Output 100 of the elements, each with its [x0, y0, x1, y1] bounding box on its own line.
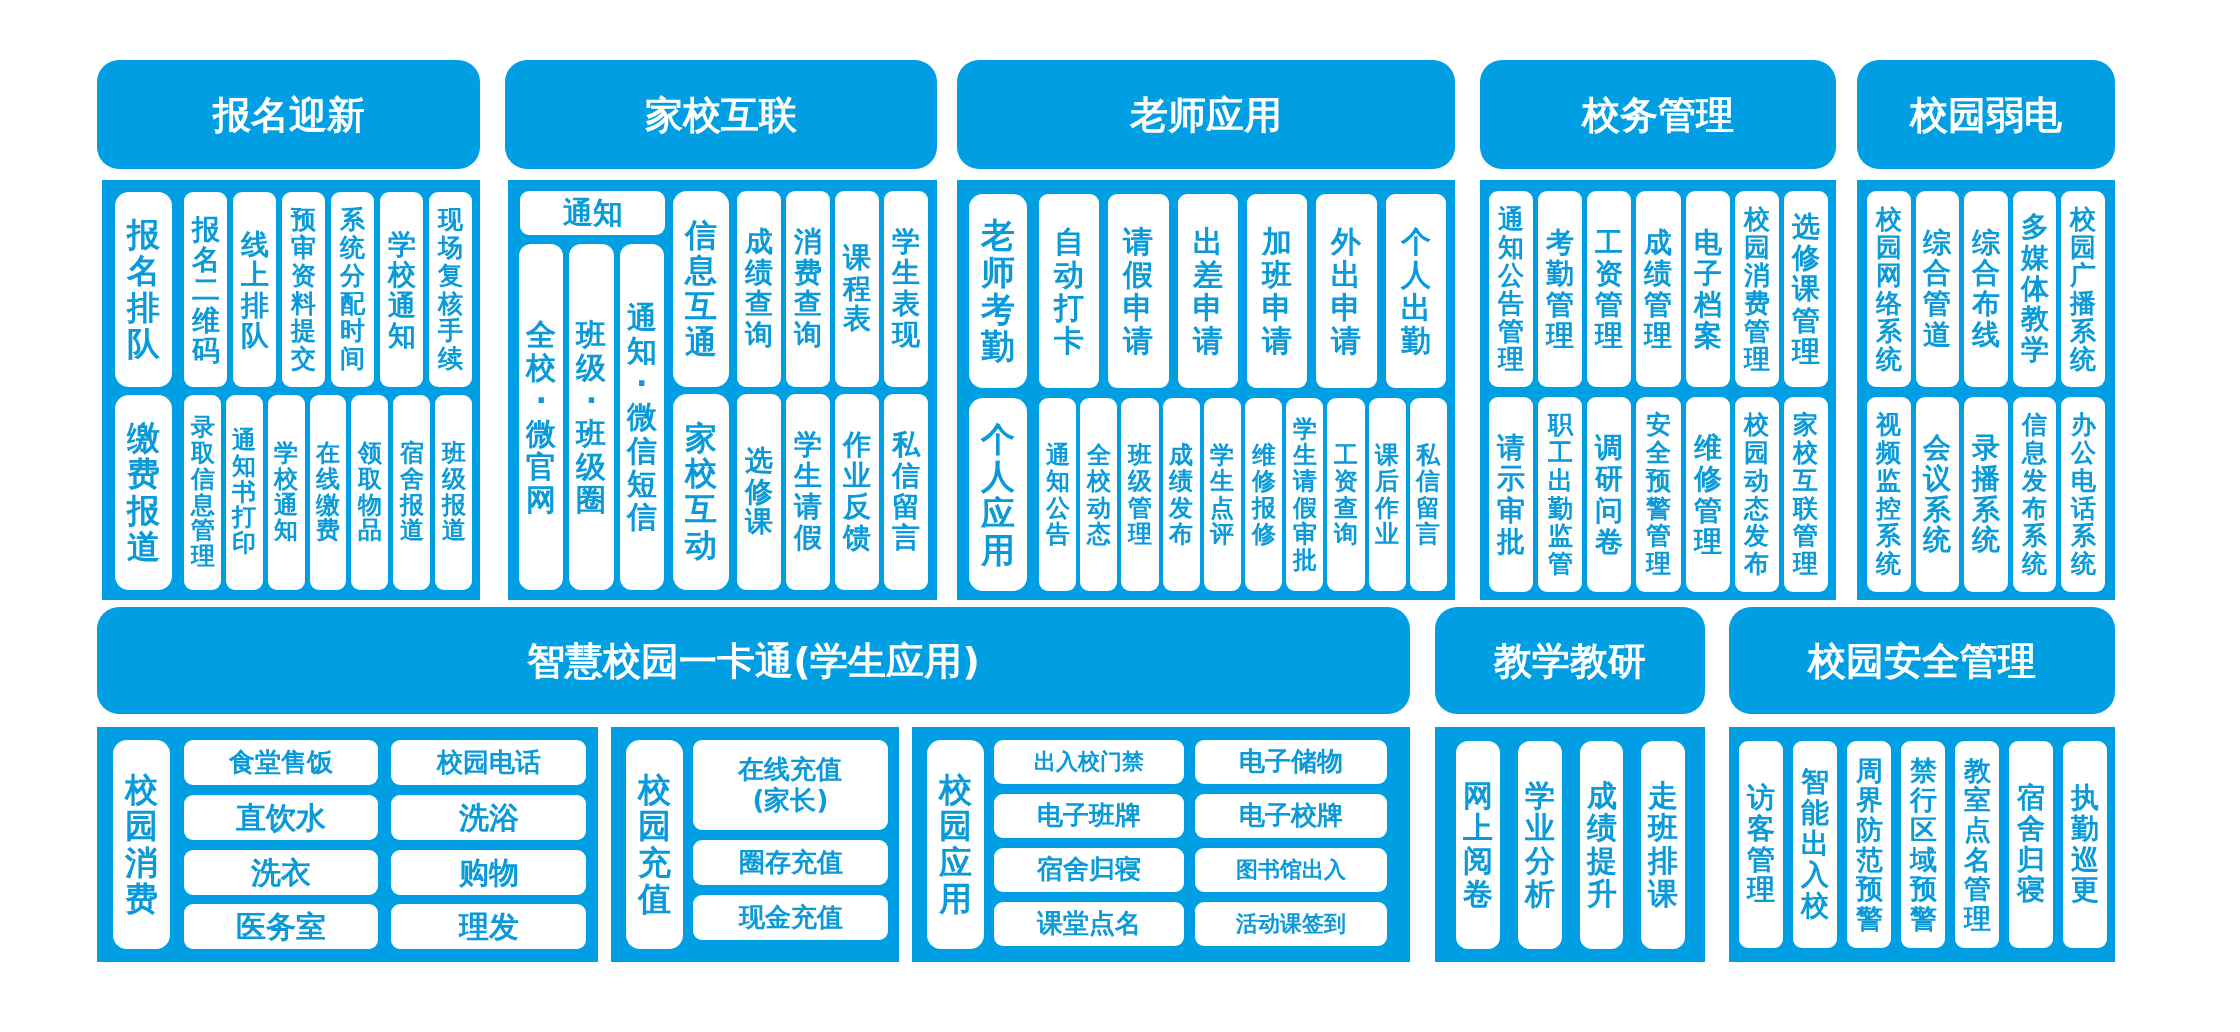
module-tile — [693, 840, 888, 885]
category-panel — [508, 180, 937, 600]
module-label: 洗衣 — [251, 854, 311, 891]
module-tile — [1247, 194, 1308, 388]
module-tile — [1385, 194, 1446, 388]
module-tile — [184, 395, 221, 590]
module-label: 私信留言 — [1416, 442, 1441, 547]
module-label: 选修课管理 — [1791, 211, 1821, 367]
module-label: 成绩管理 — [1644, 226, 1673, 352]
category-title: 教学教研 — [1494, 641, 1646, 680]
module-tile — [1162, 398, 1200, 591]
module-tile — [1039, 194, 1100, 388]
group-label-tile — [115, 192, 172, 387]
module-tile — [569, 244, 614, 590]
module-label: 学校通知 — [387, 228, 416, 351]
module-label: 家校互联管理 — [1793, 410, 1819, 579]
module-tile — [331, 192, 374, 387]
group-label-tile — [969, 194, 1027, 388]
module-label: 校园消费管理 — [1744, 204, 1770, 374]
module-tile — [1316, 194, 1377, 388]
module-label: 智能出入校 — [1800, 767, 1830, 922]
module-tile — [1783, 191, 1828, 387]
module-tile — [1203, 398, 1241, 591]
module-tile — [351, 395, 389, 590]
module-label: 理发 — [458, 908, 519, 945]
module-label: 课堂点名 — [1037, 908, 1141, 940]
module-tile — [994, 848, 1184, 892]
module-tile — [1039, 398, 1077, 591]
module-tile — [1867, 191, 1911, 387]
module-tile — [1915, 191, 1960, 387]
module-label: 食堂售饭 — [229, 746, 333, 779]
module-label: 维修报修 — [1251, 442, 1276, 547]
category-panel — [1729, 727, 2115, 962]
module-tile — [391, 904, 586, 949]
module-tile — [2063, 741, 2107, 948]
module-tile — [884, 394, 928, 590]
module-label: 请假申请 — [1123, 225, 1154, 357]
category-header-bar — [1857, 60, 2115, 169]
module-tile — [1080, 398, 1118, 591]
module-tile — [1517, 741, 1562, 949]
module-label: 班级报道 — [441, 440, 466, 545]
group-label: 校园充值 — [637, 771, 671, 918]
module-label: 信息发布系统 — [2021, 410, 2048, 579]
module-tile — [1538, 397, 1583, 592]
module-tile — [1327, 398, 1365, 591]
module-tile — [519, 244, 564, 590]
category-panel — [1480, 180, 1836, 600]
module-label: 学生请假 — [793, 430, 823, 554]
module-label: 调研问卷 — [1595, 432, 1624, 557]
module-tile — [1538, 191, 1583, 387]
module-tile — [835, 394, 879, 590]
module-label: 通知·微信短信 — [626, 301, 657, 533]
module-label: 图书馆出入 — [1236, 856, 1346, 884]
category-title: 校园弱电 — [1910, 95, 2062, 134]
module-label: 学生请假审批 — [1292, 415, 1317, 574]
module-tile — [2061, 191, 2105, 387]
module-tile — [994, 740, 1184, 784]
group-label: 缴费报道 — [126, 419, 160, 566]
module-label: 班级·班级圈 — [576, 317, 607, 517]
group-label-tile — [927, 740, 984, 949]
module-tile — [1587, 191, 1632, 387]
module-label: 综合管道 — [1923, 227, 1952, 351]
module-label: 校园网络系统 — [1876, 204, 1902, 374]
group-label: 报名排队 — [126, 216, 160, 363]
module-tile — [884, 191, 928, 387]
module-label: 校园广播系统 — [2070, 204, 2096, 374]
module-tile — [2012, 397, 2057, 592]
module-label: 教室点名管理 — [1963, 755, 1991, 934]
module-tile — [233, 192, 276, 387]
module-tile — [1636, 191, 1681, 387]
module-tile — [1734, 191, 1779, 387]
module-label: 电子班牌 — [1037, 800, 1141, 832]
module-tile — [737, 191, 781, 387]
module-tile — [786, 394, 830, 590]
module-tile — [1245, 398, 1283, 591]
module-label: 学生点评 — [1210, 442, 1235, 547]
module-label: 选修课 — [744, 445, 774, 539]
group-label-tile — [113, 740, 170, 949]
module-label: 在线充值(家长) — [736, 753, 844, 817]
category-panel — [957, 180, 1455, 600]
module-label: 综合布线 — [1972, 227, 2000, 351]
module-tile — [619, 244, 664, 590]
module-tile — [184, 740, 378, 785]
module-tile — [184, 904, 378, 949]
module-tile — [693, 740, 888, 830]
module-label: 请示审批 — [1496, 432, 1526, 557]
module-label: 工资管理 — [1595, 226, 1624, 352]
module-tile — [1901, 741, 1945, 948]
module-tile — [429, 192, 472, 387]
module-tile — [1641, 741, 1685, 949]
group-label: 老师考勤 — [981, 217, 1015, 365]
module-tile — [380, 192, 423, 387]
module-tile — [1739, 741, 1783, 948]
module-label: 领取物品 — [358, 440, 382, 545]
module-label: 在线缴费 — [316, 440, 340, 545]
module-label: 购物 — [458, 854, 519, 891]
group-label: 校园消费 — [124, 771, 158, 918]
module-tile — [994, 902, 1184, 946]
module-tile — [391, 740, 586, 785]
module-tile — [1734, 397, 1779, 592]
